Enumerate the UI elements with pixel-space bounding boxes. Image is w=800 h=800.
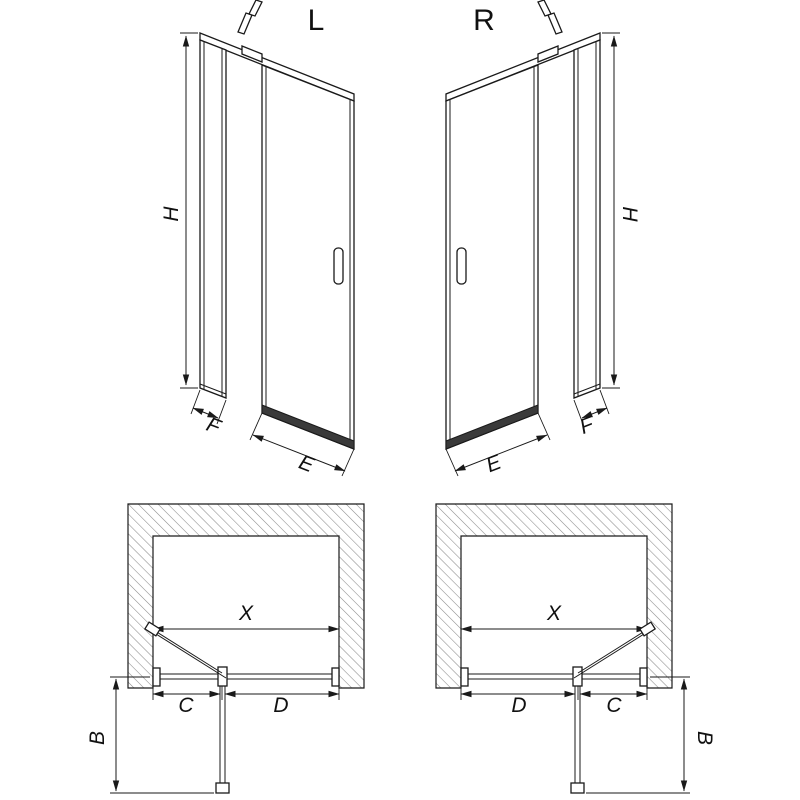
l-dim-label-b: B (86, 731, 109, 745)
r-plan-glass-assembly (460, 666, 648, 687)
r-dim-segments: D C (460, 686, 648, 717)
l-door-handle-icon (333, 247, 344, 285)
variant-label-r: R (473, 4, 495, 37)
variant-label-l: L (308, 4, 325, 37)
r-dim-label-x: X (546, 602, 562, 625)
r-door-handle-icon (456, 247, 467, 285)
l-wall-profile-left (152, 667, 161, 687)
l-wall-bracket-icon (237, 0, 263, 35)
l-dim-label-h: H (160, 206, 183, 222)
l-door-panel (261, 64, 355, 450)
l-dim-label-e: E (296, 451, 318, 478)
r-dim-label-b: B (693, 731, 716, 745)
r-dim-opening-width: X (460, 602, 648, 633)
r-pivot-block (572, 666, 583, 687)
l-door-open-outward (215, 686, 230, 794)
r-3d-view: R H (445, 0, 641, 477)
r-wall-profile-right (639, 667, 648, 687)
l-dim-label-x: X (238, 602, 254, 625)
l-dim-depth: B (86, 676, 214, 794)
r-plan-walls (435, 503, 673, 689)
l-dim-label-f: F (203, 413, 224, 439)
l-dim-height: H (160, 32, 198, 389)
l-dim-fixed-width: F (190, 389, 227, 439)
r-wall-bracket-icon (537, 0, 563, 35)
l-3d-view: L H (160, 0, 355, 478)
r-fixed-panel (573, 39, 601, 399)
l-dim-label-d: D (273, 694, 288, 717)
r-plan-view: X D C (435, 503, 716, 794)
l-door-open-inward (143, 621, 227, 679)
r-door-open-inward (573, 621, 657, 679)
l-dim-opening-width: X (152, 602, 340, 633)
r-wall-profile-left (460, 667, 469, 687)
l-dim-label-c: C (178, 694, 194, 717)
r-hinge-icon (537, 45, 559, 63)
l-pivot-block (217, 666, 228, 687)
l-plan-view: X C D (86, 503, 365, 794)
l-plan-walls (127, 503, 365, 689)
l-hinge-icon (241, 45, 263, 63)
l-fixed-panel (199, 39, 227, 399)
r-dim-label-c: C (606, 694, 622, 717)
r-door-open-outward (570, 686, 585, 794)
l-plan-glass-assembly (152, 666, 340, 687)
l-wall-profile-right (331, 667, 340, 687)
r-dim-height: H (602, 32, 641, 389)
r-dim-label-h: H (618, 206, 641, 222)
r-door-panel (445, 64, 539, 450)
r-dim-depth: B (586, 676, 716, 794)
l-dim-segments: C D (152, 686, 340, 717)
r-dim-label-d: D (511, 694, 526, 717)
r-dim-fixed-width: F (573, 389, 610, 439)
r-dim-label-e: E (483, 450, 505, 477)
r-dim-label-f: F (577, 412, 598, 438)
